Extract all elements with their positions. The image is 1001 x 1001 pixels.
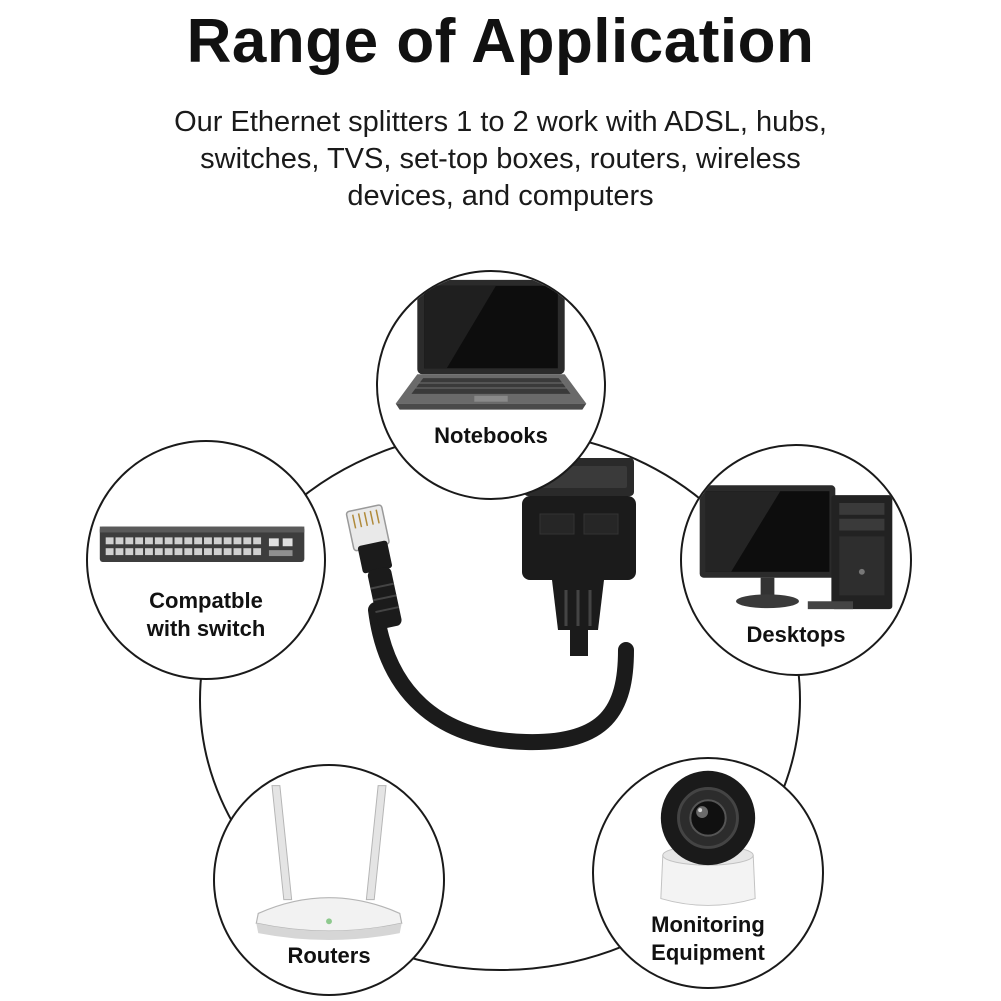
application-label-line: Equipment	[651, 940, 765, 965]
application-notebooks: Notebooks	[376, 270, 606, 500]
desktop-computer-icon	[699, 485, 893, 610]
wifi-router-icon	[255, 785, 403, 940]
subtitle-line: devices, and computers	[347, 180, 654, 212]
application-label: Monitoring Equipment	[594, 911, 822, 967]
application-routers: Routers	[213, 764, 445, 996]
page-title: Range of Application	[186, 7, 815, 76]
ethernet-splitter-icon	[326, 450, 676, 770]
application-label: Desktops	[746, 622, 846, 647]
page-subtitle: Our Ethernet splitters 1 to 2 work with …	[90, 104, 911, 215]
subtitle-line: switches, TVS, set-top boxes, routers, w…	[200, 143, 801, 175]
application-label-line: with switch	[146, 616, 266, 641]
application-label: Notebooks	[434, 423, 548, 448]
network-switch-icon	[99, 526, 305, 562]
subtitle-line: Our Ethernet splitters 1 to 2 work with …	[174, 106, 827, 138]
security-camera-icon	[660, 770, 756, 906]
application-monitoring: Monitoring Equipment	[592, 757, 824, 989]
application-desktops: Desktops	[680, 444, 912, 676]
application-label-line: Compatble	[149, 588, 263, 613]
application-label: Compatble with switch	[88, 587, 324, 643]
application-label: Routers	[287, 943, 371, 968]
application-label-line: Monitoring	[651, 912, 765, 937]
application-switch: Compatble with switch	[86, 440, 326, 680]
laptop-icon	[395, 279, 587, 410]
